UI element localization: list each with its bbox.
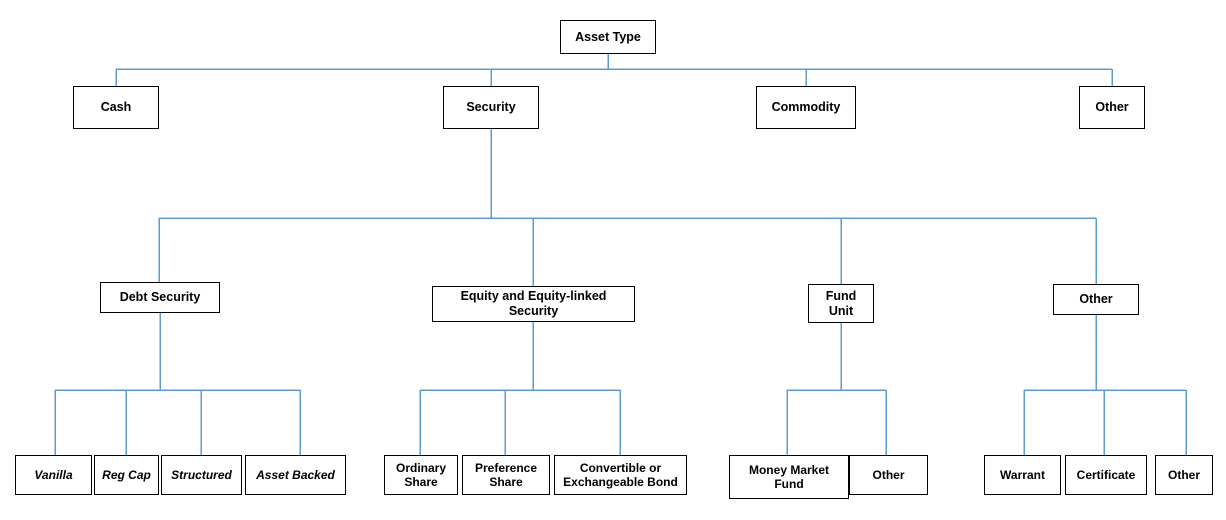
node-label-structured: Structured xyxy=(171,467,232,482)
node-cash[interactable]: Cash xyxy=(73,86,159,129)
node-asset-backed[interactable]: Asset Backed xyxy=(245,455,346,495)
node-certificate[interactable]: Certificate xyxy=(1065,455,1147,495)
node-label-cash: Cash xyxy=(100,100,132,115)
node-label-preference-share: Preference Share xyxy=(474,460,538,489)
node-label-reg-cap: Reg Cap xyxy=(102,467,151,482)
node-money-market-fund[interactable]: Money Market Fund xyxy=(729,455,849,499)
node-label-convertible-exchangeable-bond: Convertible or Exchangeable Bond xyxy=(563,460,678,489)
node-label-asset-type: Asset Type xyxy=(575,29,641,44)
node-label-other-l3: Other xyxy=(1167,467,1200,482)
node-other-fund[interactable]: Other xyxy=(849,455,928,495)
node-fund-unit[interactable]: Fund Unit xyxy=(808,284,874,323)
node-label-vanilla: Vanilla xyxy=(34,467,73,482)
node-warrant[interactable]: Warrant xyxy=(984,455,1061,495)
node-other-l2[interactable]: Other xyxy=(1053,284,1139,315)
node-label-other-l1: Other xyxy=(1095,100,1129,115)
node-convertible-exchangeable-bond[interactable]: Convertible or Exchangeable Bond xyxy=(554,455,687,495)
node-debt-security[interactable]: Debt Security xyxy=(100,282,220,313)
node-commodity[interactable]: Commodity xyxy=(756,86,856,129)
node-label-other-fund: Other xyxy=(872,467,905,482)
node-ordinary-share[interactable]: Ordinary Share xyxy=(384,455,458,495)
node-label-fund-unit: Fund Unit xyxy=(825,288,857,318)
node-label-certificate: Certificate xyxy=(1076,467,1136,482)
node-label-security: Security xyxy=(466,100,516,115)
node-asset-type[interactable]: Asset Type xyxy=(560,20,656,54)
node-label-warrant: Warrant xyxy=(1000,467,1045,482)
node-label-commodity: Commodity xyxy=(771,100,841,115)
node-security[interactable]: Security xyxy=(443,86,539,129)
node-structured[interactable]: Structured xyxy=(161,455,242,495)
node-label-ordinary-share: Ordinary Share xyxy=(395,460,446,489)
node-other-l3[interactable]: Other xyxy=(1155,455,1213,495)
node-label-asset-backed: Asset Backed xyxy=(256,467,335,482)
node-other-l1[interactable]: Other xyxy=(1079,86,1145,129)
node-preference-share[interactable]: Preference Share xyxy=(462,455,550,495)
node-reg-cap[interactable]: Reg Cap xyxy=(94,455,159,495)
node-label-equity-linked-security: Equity and Equity-linked Security xyxy=(460,289,607,318)
node-label-other-l2: Other xyxy=(1079,292,1113,307)
node-vanilla[interactable]: Vanilla xyxy=(15,455,92,495)
node-label-money-market-fund: Money Market Fund xyxy=(748,462,830,491)
node-equity-linked-security[interactable]: Equity and Equity-linked Security xyxy=(432,286,635,322)
node-label-debt-security: Debt Security xyxy=(119,290,201,305)
